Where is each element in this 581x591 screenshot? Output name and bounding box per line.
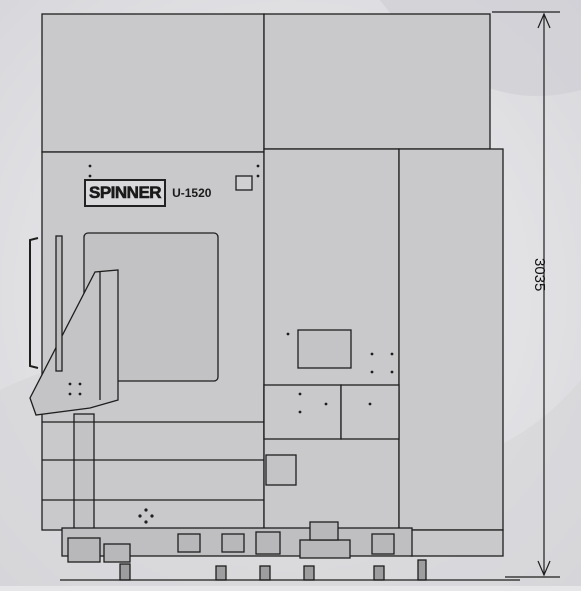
fastener bbox=[68, 382, 72, 386]
fastener bbox=[138, 514, 142, 518]
fastener bbox=[150, 514, 154, 518]
center-lower-panel-right bbox=[340, 384, 400, 440]
center-small-hatch bbox=[265, 454, 297, 486]
base-block-6 bbox=[299, 539, 351, 559]
foot-5 bbox=[373, 565, 385, 581]
tool-arm-column bbox=[73, 413, 95, 535]
center-lower-panel-left bbox=[263, 384, 342, 440]
indicator-box bbox=[235, 175, 253, 191]
door-handle bbox=[29, 237, 39, 369]
base-block-8 bbox=[371, 533, 395, 555]
fastener bbox=[144, 508, 148, 512]
fastener bbox=[370, 370, 374, 374]
model-number: U-1520 bbox=[172, 185, 212, 200]
fastener bbox=[298, 410, 302, 414]
height-dimension bbox=[492, 11, 560, 578]
brand-name: SPINNER bbox=[84, 178, 167, 207]
fastener bbox=[78, 392, 82, 396]
foot-6 bbox=[417, 559, 427, 581]
fastener bbox=[78, 382, 82, 386]
fastener bbox=[298, 392, 302, 396]
dimension-arrow-bottom bbox=[537, 560, 551, 577]
right-cabinet-base bbox=[410, 529, 504, 557]
fastener bbox=[390, 370, 394, 374]
upper-housing-right bbox=[263, 13, 491, 150]
fastener bbox=[68, 392, 72, 396]
door-hinge-strip bbox=[55, 235, 63, 372]
height-dimension-label: 3035 bbox=[531, 258, 548, 292]
inspection-window bbox=[297, 329, 352, 369]
tool-arm bbox=[29, 269, 119, 416]
base-block-4 bbox=[221, 533, 245, 553]
foot-3 bbox=[259, 565, 271, 581]
fastener bbox=[256, 174, 260, 178]
base-block-5 bbox=[255, 531, 281, 555]
right-cabinet bbox=[398, 148, 504, 531]
foot-2 bbox=[215, 565, 227, 581]
base-block-7 bbox=[309, 521, 339, 541]
fastener bbox=[368, 402, 372, 406]
base-block-1 bbox=[67, 537, 101, 563]
brand-plate: SPINNER U-1520 bbox=[84, 176, 231, 209]
dimension-arrow-top bbox=[537, 12, 551, 29]
fastener bbox=[324, 402, 328, 406]
fastener bbox=[88, 164, 92, 168]
upper-housing-left bbox=[41, 13, 265, 153]
base-block-2 bbox=[103, 543, 131, 563]
base-block-3 bbox=[177, 533, 201, 553]
foot-1 bbox=[119, 563, 131, 581]
fastener bbox=[256, 164, 260, 168]
fastener bbox=[88, 174, 92, 178]
foot-4 bbox=[303, 565, 315, 581]
fastener bbox=[370, 352, 374, 356]
fastener bbox=[286, 332, 290, 336]
fastener bbox=[390, 352, 394, 356]
fastener bbox=[144, 520, 148, 524]
